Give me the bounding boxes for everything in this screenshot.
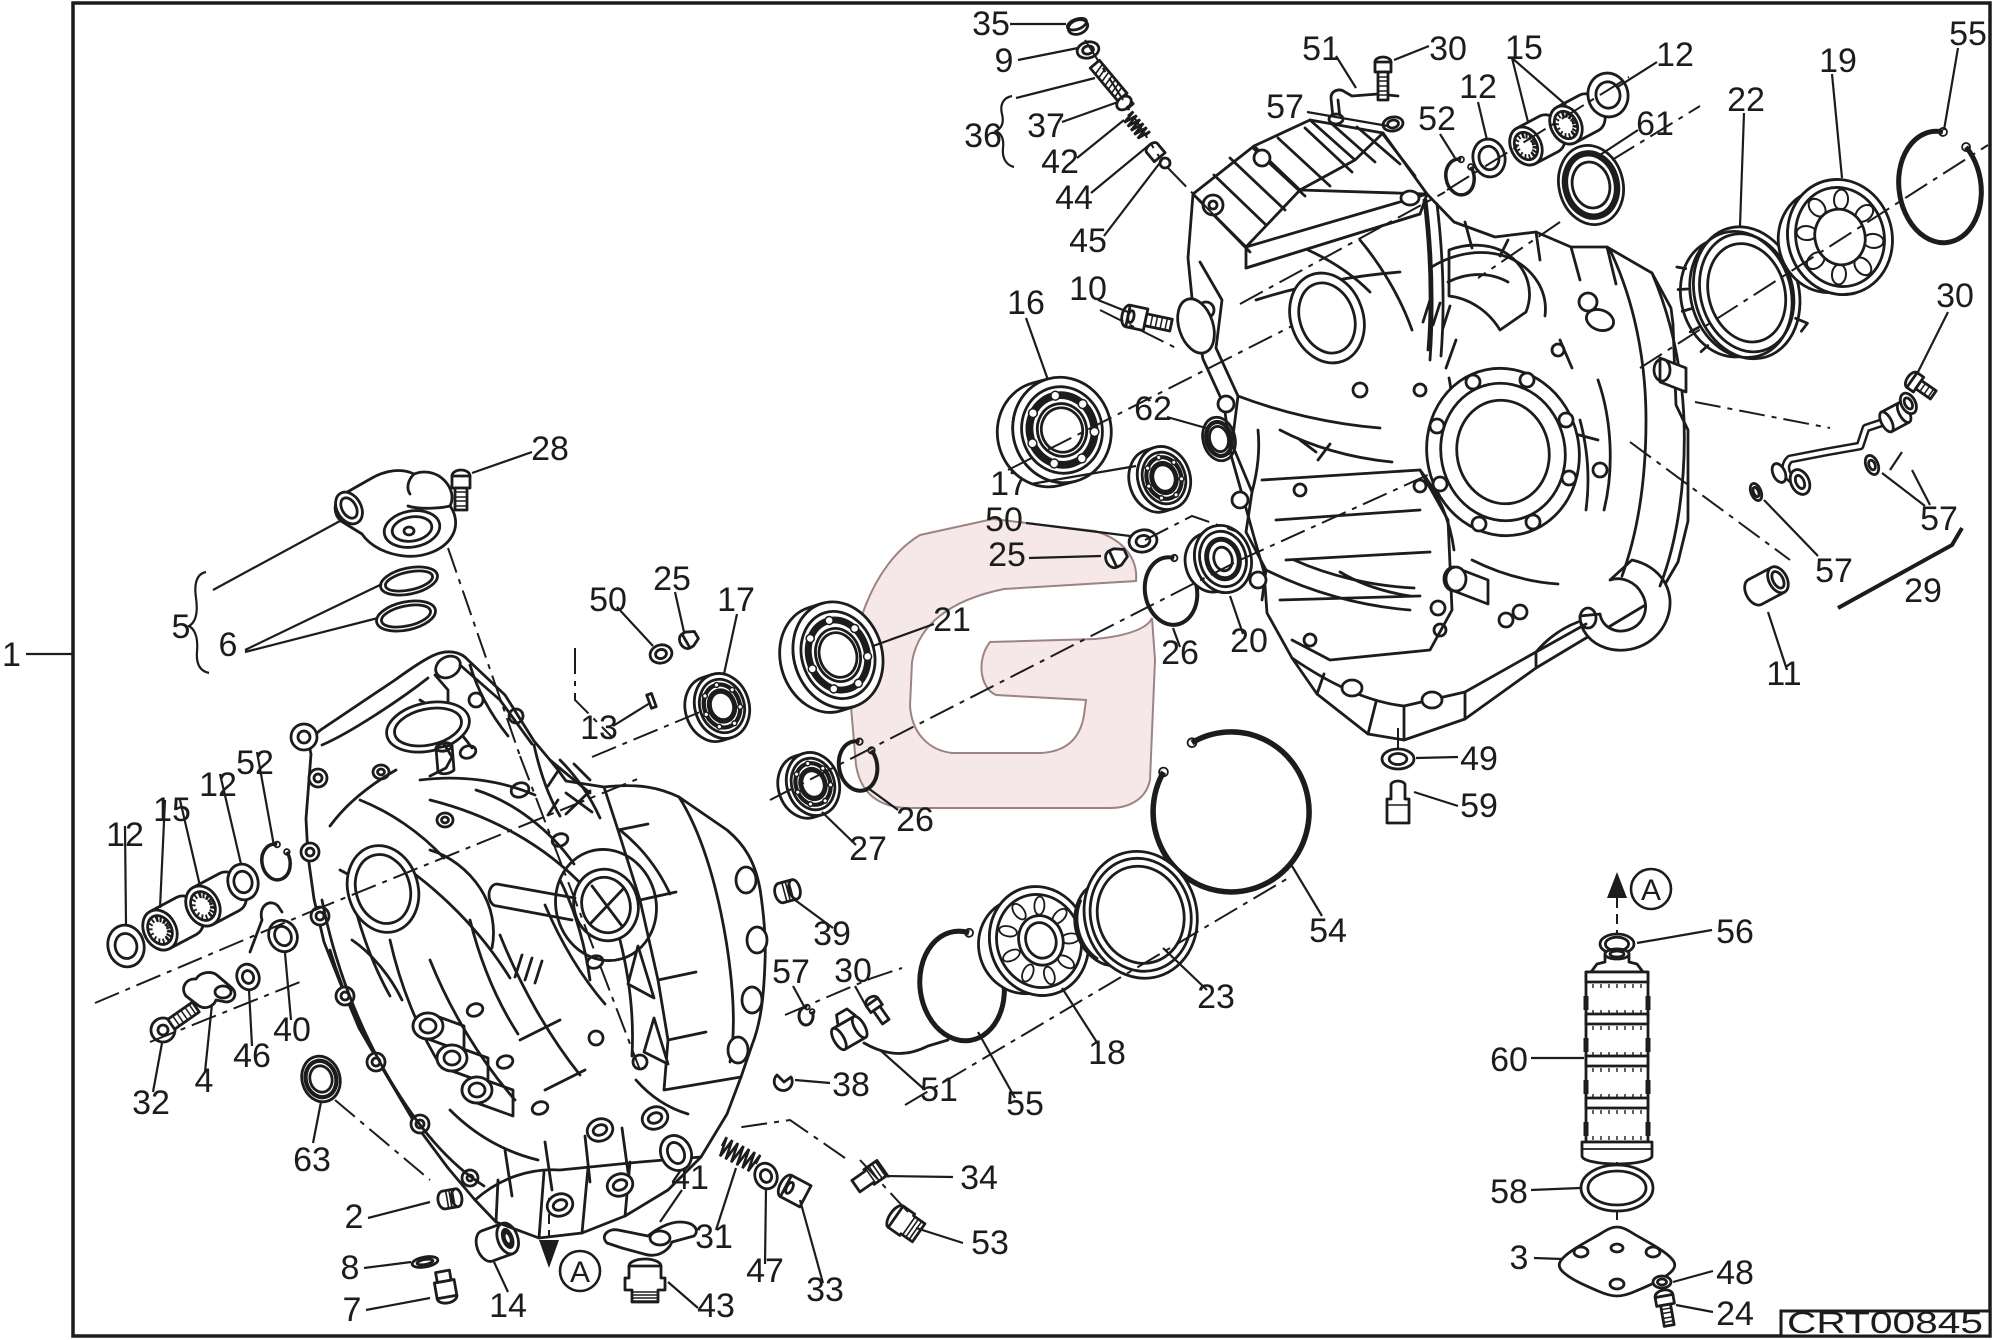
svg-text:56: 56: [1716, 913, 1754, 951]
svg-text:2: 2: [345, 1198, 364, 1236]
svg-text:51: 51: [1302, 30, 1340, 68]
svg-text:16: 16: [1007, 284, 1045, 322]
svg-text:50: 50: [589, 581, 627, 619]
svg-text:19: 19: [1819, 42, 1857, 80]
svg-text:57: 57: [1920, 500, 1958, 538]
svg-text:23: 23: [1197, 978, 1235, 1016]
svg-text:58: 58: [1490, 1173, 1528, 1211]
svg-text:52: 52: [1418, 100, 1456, 138]
svg-text:3: 3: [1510, 1239, 1529, 1277]
svg-text:20: 20: [1230, 622, 1268, 660]
svg-text:6: 6: [219, 626, 238, 664]
svg-text:14: 14: [489, 1287, 527, 1325]
svg-text:13: 13: [580, 709, 618, 747]
svg-text:52: 52: [236, 744, 274, 782]
svg-text:57: 57: [1266, 88, 1304, 126]
svg-text:44: 44: [1055, 179, 1093, 217]
svg-text:60: 60: [1490, 1041, 1528, 1079]
svg-text:63: 63: [293, 1141, 331, 1179]
svg-text:28: 28: [531, 430, 569, 468]
svg-text:54: 54: [1309, 912, 1347, 950]
svg-text:A: A: [1641, 874, 1661, 907]
svg-text:57: 57: [772, 953, 810, 991]
svg-text:62: 62: [1134, 390, 1172, 428]
svg-text:38: 38: [832, 1066, 870, 1104]
svg-text:27: 27: [849, 830, 887, 868]
svg-text:35: 35: [972, 5, 1010, 43]
svg-text:9: 9: [995, 42, 1014, 80]
svg-text:21: 21: [933, 601, 971, 639]
svg-text:30: 30: [834, 952, 872, 990]
svg-text:26: 26: [1161, 634, 1199, 672]
svg-text:29: 29: [1904, 572, 1942, 610]
svg-text:48: 48: [1716, 1254, 1754, 1292]
svg-text:31: 31: [695, 1218, 733, 1256]
svg-text:15: 15: [1505, 29, 1543, 67]
svg-text:32: 32: [132, 1084, 170, 1122]
svg-text:22: 22: [1727, 81, 1765, 119]
svg-text:40: 40: [273, 1011, 311, 1049]
svg-text:39: 39: [813, 915, 851, 953]
svg-text:A: A: [570, 1256, 590, 1289]
svg-text:17: 17: [717, 581, 755, 619]
svg-text:4: 4: [195, 1062, 214, 1100]
svg-text:50: 50: [985, 501, 1023, 539]
svg-text:30: 30: [1429, 30, 1467, 68]
svg-text:59: 59: [1460, 787, 1498, 825]
svg-text:30: 30: [1936, 277, 1974, 315]
svg-text:18: 18: [1088, 1034, 1126, 1072]
svg-text:12: 12: [199, 766, 237, 804]
svg-text:5: 5: [172, 608, 191, 646]
svg-text:55: 55: [1949, 15, 1987, 53]
svg-text:36: 36: [964, 117, 1002, 155]
svg-text:1: 1: [2, 636, 21, 674]
svg-text:8: 8: [341, 1249, 360, 1287]
svg-text:CRT00845: CRT00845: [1787, 1305, 1983, 1340]
svg-text:25: 25: [653, 560, 691, 598]
svg-text:26: 26: [896, 801, 934, 839]
svg-text:57: 57: [1815, 552, 1853, 590]
svg-text:49: 49: [1460, 740, 1498, 778]
svg-text:24: 24: [1716, 1295, 1754, 1333]
svg-text:12: 12: [1459, 68, 1497, 106]
svg-text:34: 34: [960, 1159, 998, 1197]
svg-text:37: 37: [1027, 107, 1065, 145]
svg-text:12: 12: [1656, 36, 1694, 74]
svg-text:42: 42: [1041, 143, 1079, 181]
svg-text:45: 45: [1069, 222, 1107, 260]
svg-text:7: 7: [343, 1291, 362, 1329]
svg-text:53: 53: [971, 1224, 1009, 1262]
svg-text:33: 33: [806, 1271, 844, 1309]
svg-text:25: 25: [988, 536, 1026, 574]
svg-text:61: 61: [1636, 105, 1674, 143]
svg-text:43: 43: [697, 1287, 735, 1325]
